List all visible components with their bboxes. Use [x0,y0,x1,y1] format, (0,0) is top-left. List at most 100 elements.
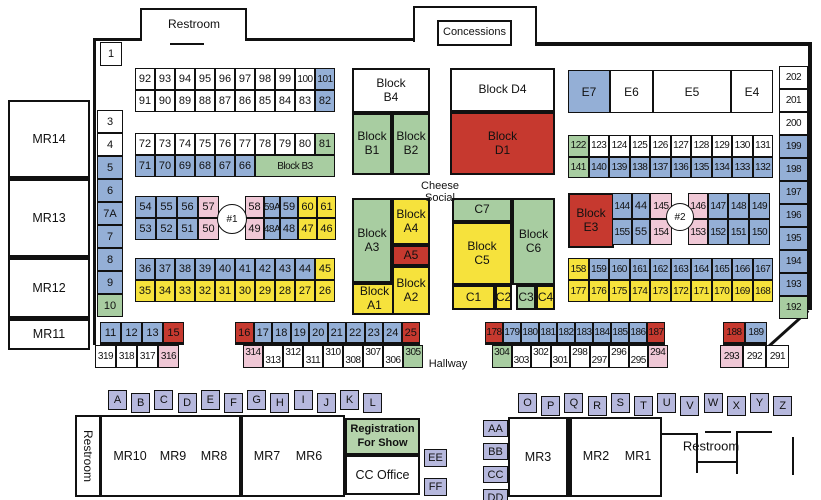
room-mr7-mr6 [241,415,345,497]
booth-165: 165 [711,258,732,280]
booth-318: 318 [116,345,137,368]
booth-17: 17 [253,322,272,345]
booth-73: 73 [155,133,175,155]
booth-174: 174 [629,280,650,302]
booth-28: 28 [275,280,295,302]
booth-60: 60 [298,196,317,218]
block-c7: C7 [452,198,512,222]
booth-12: 12 [121,322,142,345]
booth-291: 291 [766,345,789,368]
room-mr11-label: MR11 [32,327,66,341]
booth-58: 58 [245,196,264,218]
booth-194: 194 [779,250,808,273]
wall-segment [808,42,812,310]
room-mr2-mr1 [570,417,662,497]
room-label-mr2: MR2 [582,449,610,463]
room-mr3-label: MR3 [524,449,552,464]
booth-173: 173 [650,280,671,302]
booth-311: 311 [303,345,323,368]
booth-47: 47 [298,218,317,240]
booth-44: 44 [632,193,650,219]
booth-7: 7 [97,225,123,248]
booth-305: 305 [403,345,423,368]
booth-177: 177 [568,280,589,302]
booth-144: 144 [612,193,632,219]
booth-193: 193 [779,273,808,296]
booth-p: P [541,396,561,416]
booth-296: 296 [609,345,629,368]
booth-77: 77 [235,133,255,155]
booth-59a: 59A [264,196,281,218]
block-c5: Block C5 [452,222,512,285]
booth-54: 54 [135,196,156,218]
booth-87: 87 [215,90,235,112]
booth-180: 180 [521,322,539,345]
booth-q: Q [564,393,584,413]
booth-v: V [680,396,700,416]
booth-135: 135 [691,156,712,178]
booth-22: 22 [346,322,365,345]
cc-office-label: CC Office [355,467,410,482]
booth-184: 184 [593,322,611,345]
booth-25: 25 [401,322,420,345]
wall-segment [662,433,698,435]
booth-82: 82 [315,90,335,112]
booth-310: 310 [323,345,343,368]
booth-k: K [340,390,359,410]
registration: Registration For Show [345,418,420,455]
block-d4: Block D4 [450,68,555,112]
booth-l: L [363,393,383,413]
block-b4: Block B4 [352,68,430,113]
booth-9: 9 [97,271,123,294]
booth-t: T [634,396,653,416]
booth-11: 11 [100,322,121,345]
booth-302: 302 [531,345,551,368]
booth-100: 100 [295,68,315,90]
booth-bb: BB [483,443,508,460]
booth-101: 101 [315,68,335,90]
block-a5: A5 [392,245,430,266]
booth-w: W [703,393,723,413]
booth-8: 8 [97,248,123,271]
wall-segment [736,431,738,474]
booth-147: 147 [708,193,728,219]
booth-21: 21 [327,322,346,345]
booth-27: 27 [295,280,315,302]
booth-314: 314 [243,345,263,368]
booth-171: 171 [691,280,712,302]
booth-ff: FF [424,478,447,496]
booth-e: E [200,390,220,410]
booth-132: 132 [752,156,773,178]
booth-30: 30 [235,280,255,302]
booth-68: 68 [195,155,215,177]
booth-23: 23 [364,322,383,345]
booth-29: 29 [255,280,275,302]
booth-52: 52 [156,218,177,240]
concessions-booth: Concessions [437,20,512,46]
booth-292: 292 [743,345,766,368]
booth-48: 48 [280,218,298,240]
booth-56: 56 [177,196,198,218]
booth-317: 317 [137,345,158,368]
booth-e6: E6 [610,70,653,113]
booth-128: 128 [691,135,712,157]
booth-312: 312 [283,345,303,368]
booth-74: 74 [175,133,195,155]
booth-201: 201 [779,89,808,112]
booth-136: 136 [670,156,691,178]
booth-48a: 48A [264,218,281,240]
booth-178: 178 [485,322,503,345]
restroom-bottom-left-label: Restroom [81,429,96,482]
room-mr13-label: MR13 [32,210,66,225]
booth-o: O [518,393,537,413]
booth-308: 308 [343,345,363,368]
booth-192: 192 [779,296,808,319]
booth-168: 168 [752,280,773,302]
booth-33: 33 [175,280,195,302]
booth-85: 85 [255,90,275,112]
booth-x: X [726,396,746,416]
booth-70: 70 [155,155,175,177]
booth-aa: AA [483,420,508,437]
booth-55: 55 [156,196,177,218]
cheese-social-label-2: Social [425,192,455,204]
